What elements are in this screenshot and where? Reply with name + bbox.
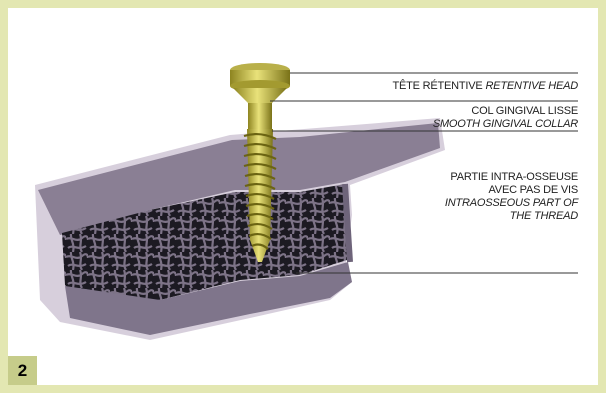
label-intraosseous-thread: PARTIE INTRA-OSSEUSE AVEC PAS DE VIS INT… [330,171,578,223]
figure-number-badge: 2 [8,356,37,385]
label-smooth-gingival-collar: COL GINGIVAL LISSE SMOOTH GINGIVAL COLLA… [330,105,578,131]
label-retentive-head: TÊTE RÉTENTIVE RETENTIVE HEAD [330,80,578,93]
